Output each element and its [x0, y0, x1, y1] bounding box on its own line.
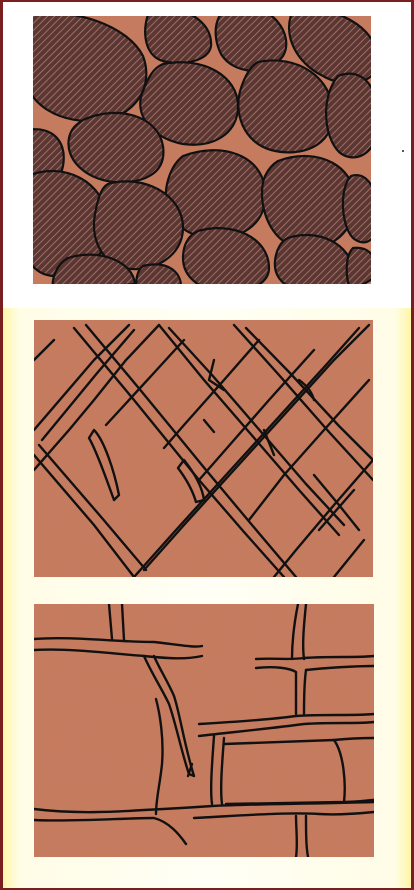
panel-rounded-grains — [33, 16, 371, 284]
grain — [347, 248, 371, 284]
panel-orthogonal-network — [34, 604, 374, 857]
stray-dot — [402, 150, 404, 152]
vein — [296, 816, 297, 857]
grain — [326, 74, 371, 158]
grain — [145, 16, 211, 63]
panel-diagonal-lattice — [34, 320, 373, 577]
